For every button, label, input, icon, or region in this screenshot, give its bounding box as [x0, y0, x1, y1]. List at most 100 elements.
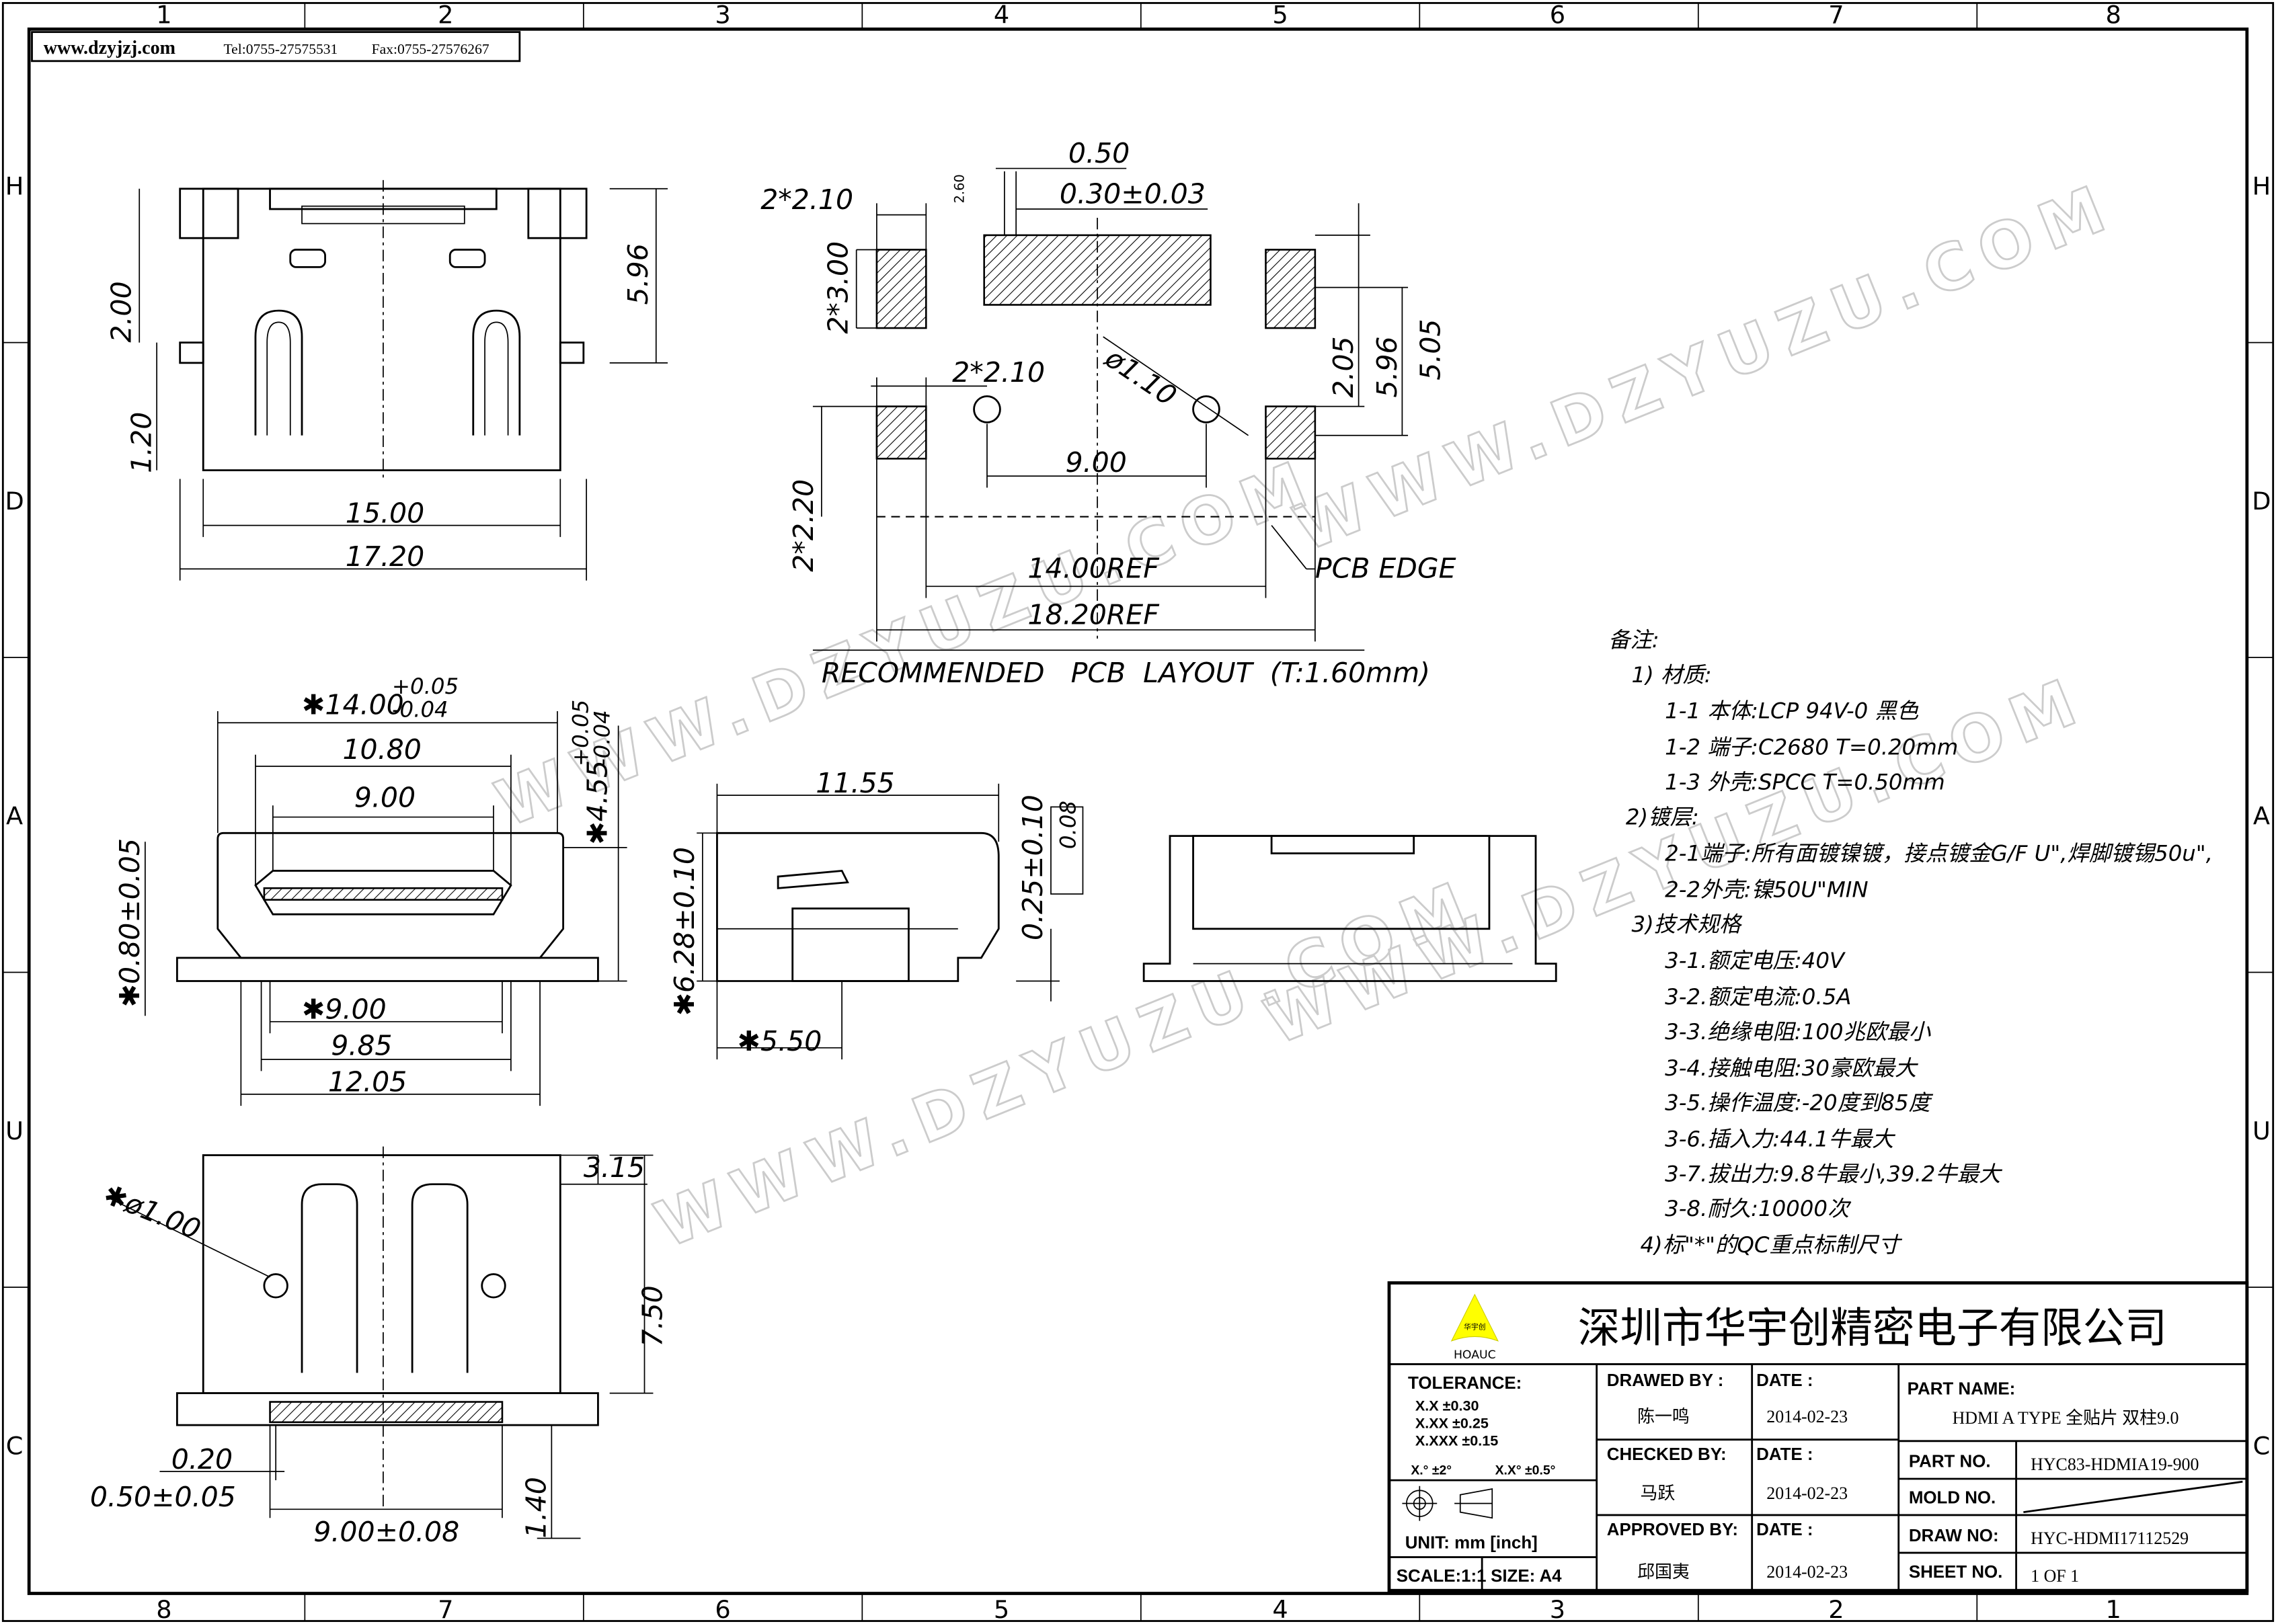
- dim-label: 0.50: [1068, 137, 1130, 169]
- dim-label: 5.96: [1371, 336, 1403, 397]
- note-line: 1-1 本体:LCP 94V-0 黑色: [1665, 698, 1919, 724]
- notes-title: 备注:: [1608, 627, 1659, 653]
- dim-label: 2*2.10: [952, 356, 1045, 389]
- projection-symbol-icon: [1402, 1486, 1493, 1521]
- dim-label: 3.15: [584, 1151, 645, 1184]
- svg-text:华宇创: 华宇创: [1464, 1323, 1485, 1332]
- scale-label: SCALE:1:1: [1397, 1567, 1487, 1586]
- grid-row: C: [6, 1431, 24, 1460]
- dim-label: 9.00±0.08: [313, 1516, 459, 1548]
- dim-label: 9.85: [331, 1030, 392, 1062]
- dim-label: 15.00: [346, 497, 424, 529]
- dim-label: 0.25±0.10: [1017, 795, 1049, 940]
- pcb-layout-view: 0.50 0.30±0.03 2.60 2*2.10 2*3.00 ø1.10 …: [760, 137, 1456, 689]
- grid-row: C: [2253, 1431, 2271, 1460]
- grid-row: D: [5, 487, 24, 516]
- drawed-by-label: DRAWED BY :: [1607, 1371, 1724, 1390]
- tolerance-value: X.XX ±0.25: [1415, 1414, 1489, 1431]
- angle-tolerance: X.° ±2°: [1411, 1463, 1452, 1477]
- note-line: 1-3 外壳:SPCC T=0.50mm: [1665, 770, 1945, 795]
- date-label: DATE :: [1756, 1445, 1813, 1464]
- sheet-no-label: SHEET NO.: [1909, 1563, 2003, 1582]
- svg-text:WWW.DZYUZU.COM: WWW.DZYUZU.COM: [645, 865, 1487, 1262]
- dim-label: ø1.10: [1099, 341, 1182, 412]
- rear-view: [1142, 835, 1557, 982]
- tel-text: Tel:0755-27575531: [223, 41, 338, 57]
- grid-col: 3: [1550, 1595, 1565, 1624]
- dim-label: ✱6.28±0.10: [668, 847, 701, 1016]
- note-line: 2-1端子:所有面镀镍镀，接点镀金G/F U",焊脚镀锡50u",: [1665, 840, 2213, 866]
- dim-label: 9.00: [354, 781, 416, 813]
- grid-row: A: [2253, 801, 2270, 830]
- dim-label: 18.20REF: [1027, 598, 1160, 631]
- dim-label: ✱9.00: [302, 993, 387, 1026]
- dim-label: +0.05: [567, 700, 593, 766]
- note-line: 2)镀层:: [1626, 804, 1699, 829]
- note-line: 3-2.额定电流:0.5A: [1665, 984, 1851, 1010]
- dim-label: 0.20: [171, 1443, 233, 1475]
- grid-col: 4: [994, 1, 1009, 30]
- header-contact: www.dzyjzj.com Tel:0755-27575531 Fax:075…: [31, 31, 521, 63]
- website-link[interactable]: www.dzyjzj.com: [44, 38, 175, 58]
- checked-by-label: CHECKED BY:: [1607, 1445, 1727, 1464]
- part-name-label: PART NAME:: [1908, 1380, 2016, 1399]
- grid-col: 6: [715, 1595, 730, 1624]
- dim-label: 2*2.10: [760, 184, 853, 216]
- note-line: 3-1.额定电压:40V: [1665, 948, 1846, 973]
- dim-label: 5.96: [622, 243, 654, 304]
- dim-label: 5.05: [1415, 319, 1447, 380]
- dim-label: 7.50: [636, 1285, 668, 1346]
- pcb-edge-label: PCB EDGE: [1315, 552, 1456, 584]
- fax-text: Fax:0755-27576267: [372, 41, 489, 57]
- note-line: 4)标"*"的QC重点标制尺寸: [1640, 1232, 1902, 1258]
- bottom-view: ✱ø1.00 3.15 7.50 0.20 0.50±0.05 9.00±0.0…: [90, 1146, 668, 1548]
- dim-label: 10.80: [342, 733, 421, 766]
- date-label: DATE :: [1756, 1371, 1813, 1390]
- size-label: SIZE: A4: [1491, 1567, 1562, 1586]
- grid-col: 1: [156, 1, 171, 30]
- grid-row: A: [6, 801, 23, 830]
- side-view: 11.55 0.25±0.10 0.08 ✱6.28±0.10 ✱5.50: [668, 767, 1084, 1060]
- note-line: 3)技术规格: [1631, 911, 1742, 937]
- date-value: 2014-02-23: [1766, 1407, 1848, 1426]
- grid-col: 2: [438, 1, 453, 30]
- grid-col: 4: [1272, 1595, 1288, 1624]
- dim-label: 1.40: [520, 1477, 553, 1538]
- drawed-by-value: 陈一鸣: [1637, 1407, 1690, 1426]
- tolerance-value: X.XXX ±0.15: [1415, 1432, 1498, 1449]
- approved-by-label: APPROVED BY:: [1607, 1520, 1738, 1539]
- dim-label: +0.05: [392, 674, 459, 699]
- dim-label: -0.04: [392, 697, 448, 723]
- note-line: 3-3.绝缘电阻:100兆欧最小: [1665, 1019, 1930, 1045]
- mold-no-label: MOLD NO.: [1909, 1489, 1996, 1508]
- dim-label: 2.60: [951, 174, 967, 203]
- grid-col: 1: [2106, 1595, 2121, 1624]
- dim-label: 0.08: [1056, 801, 1081, 849]
- grid-row: U: [5, 1116, 24, 1145]
- end-view: ✱14.00 +0.05 -0.04 10.80 9.00 ✱4.55 +0.0…: [114, 674, 627, 1106]
- dim-label: 9.00: [1066, 446, 1127, 479]
- draw-no-value: HYC-HDMI17112529: [2031, 1529, 2189, 1548]
- note-line: 3-6.插入力:44.1牛最大: [1665, 1127, 1895, 1152]
- dim-label: ✱4.55: [581, 760, 613, 845]
- svg-text:WWW.DZYUZU.COM: WWW.DZYUZU.COM: [1284, 169, 2125, 566]
- grid-row: H: [5, 171, 24, 200]
- angle-tolerance: X.X° ±0.5°: [1495, 1463, 1556, 1477]
- dim-label: 2*3.00: [822, 241, 855, 334]
- note-line: 1) 材质:: [1631, 662, 1711, 688]
- part-no-label: PART NO.: [1909, 1453, 1991, 1471]
- dim-label: ✱ø1.00: [99, 1178, 205, 1246]
- note-line: 3-7.拔出力:9.8牛最小,39.2牛最大: [1665, 1161, 2002, 1186]
- dim-label: 0.30±0.03: [1060, 177, 1206, 210]
- note-line: 1-2 端子:C2680 T=0.20mm: [1665, 735, 1958, 760]
- dim-label: ✱5.50: [738, 1025, 822, 1057]
- grid-col: 8: [2106, 1, 2121, 30]
- note-line: 3-5.操作温度:-20度到85度: [1665, 1090, 1933, 1116]
- svg-text:HOAUC: HOAUC: [1454, 1348, 1496, 1362]
- grid-col: 5: [1272, 1, 1288, 30]
- grid-row: D: [2252, 487, 2271, 516]
- grid-row: U: [2252, 1116, 2271, 1145]
- dim-label: -0.04: [590, 710, 615, 766]
